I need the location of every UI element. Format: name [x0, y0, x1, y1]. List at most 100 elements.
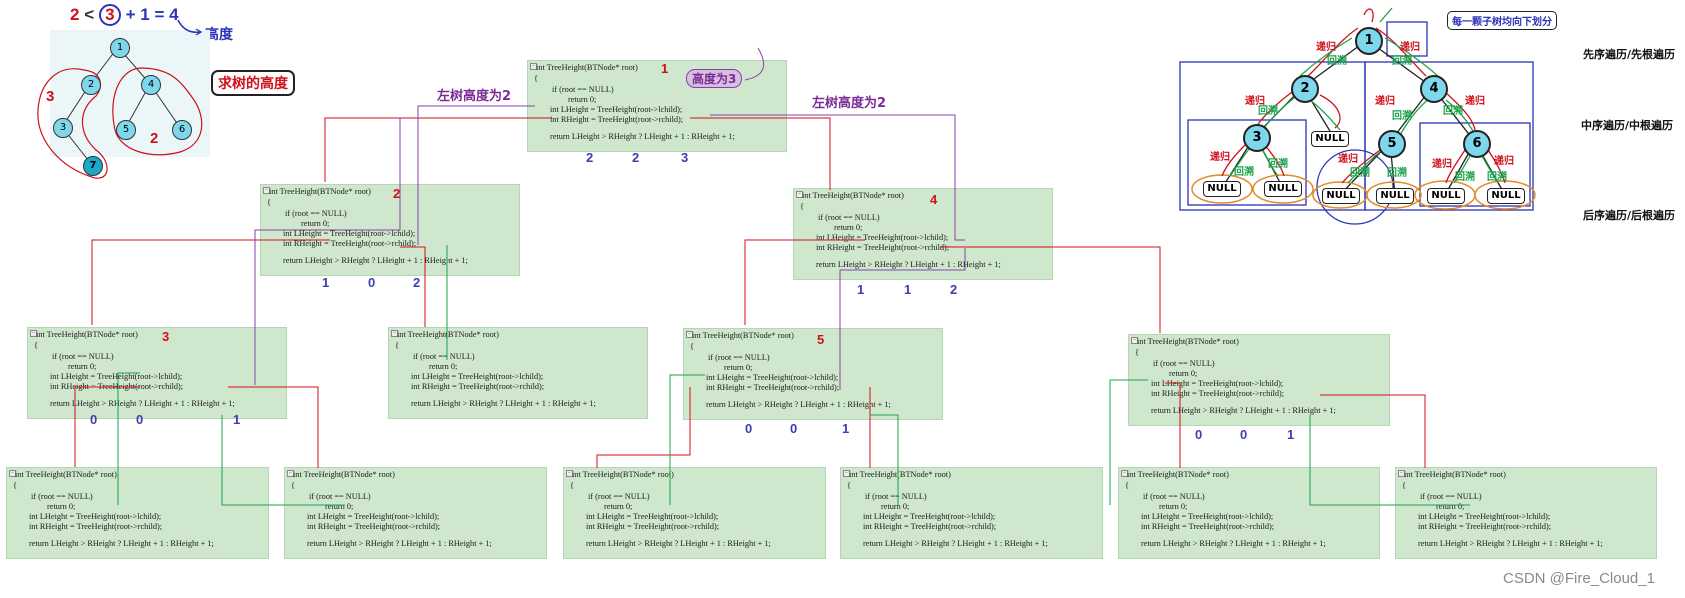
recurse-label: 递归	[1316, 42, 1336, 53]
return-value-label: 1	[857, 282, 865, 297]
code-line7: return LHeight > RHeight ? LHeight + 1 :…	[50, 399, 235, 408]
big-tree-node-4: 4	[1420, 75, 1448, 103]
return-value-label: 1	[904, 282, 912, 297]
code-line3: if (root == NULL)	[1143, 492, 1205, 501]
return-value-label: 2	[632, 150, 640, 165]
height-label: 高度	[205, 27, 233, 43]
return-value-label: 1	[233, 412, 241, 427]
code-line1: int TreeHeight(BTNode* root)	[1137, 337, 1239, 346]
postorder-label: 后序遍历/后根遍历	[1583, 209, 1676, 222]
code-line5: int LHeight = TreeHeight(root->lchild);	[1418, 512, 1551, 521]
code-line4: return 0;	[834, 223, 863, 232]
code-line5: int LHeight = TreeHeight(root->lchild);	[50, 372, 183, 381]
code-line3: if (root == NULL)	[285, 209, 347, 218]
backtrack-label: 回溯	[1350, 168, 1370, 179]
code-line7: return LHeight > RHeight ? LHeight + 1 :…	[1151, 406, 1336, 415]
code-line1: int TreeHeight(BTNode* root)	[536, 63, 638, 72]
code-line7: return LHeight > RHeight ? LHeight + 1 :…	[706, 400, 891, 409]
small-tree-node-1: 1	[110, 38, 130, 58]
recurse-label: 递归	[1245, 96, 1265, 107]
preorder-label: 先序遍历/先根遍历	[1583, 48, 1676, 61]
backtrack-label: 回溯	[1443, 106, 1463, 117]
code-line3: if (root == NULL)	[1420, 492, 1482, 501]
code-line1: int TreeHeight(BTNode* root)	[802, 191, 904, 200]
code-line5: int LHeight = TreeHeight(root->lchild);	[307, 512, 440, 521]
collapse-icon[interactable]: −	[263, 187, 270, 194]
small-tree-node-6: 6	[172, 120, 192, 140]
code-line7: return LHeight > RHeight ? LHeight + 1 :…	[550, 132, 735, 141]
collapse-icon[interactable]: −	[30, 330, 37, 337]
code-line5: int LHeight = TreeHeight(root->lchild);	[1141, 512, 1274, 521]
code-line6: int RHeight = TreeHeight(root->rchild);	[816, 243, 950, 252]
return-value-label: 0	[90, 412, 98, 427]
code-line2: {	[534, 74, 538, 83]
subtree-note: 每一颗子树均向下划分	[1447, 11, 1557, 30]
return-value-label: 3	[681, 150, 689, 165]
code-line2: {	[1402, 481, 1406, 490]
code-line1: int TreeHeight(BTNode* root)	[572, 470, 674, 479]
collapse-icon[interactable]: −	[566, 470, 573, 477]
formula-less-than: <	[84, 5, 95, 24]
code-line7: return LHeight > RHeight ? LHeight + 1 :…	[307, 539, 492, 548]
collapse-icon[interactable]: −	[796, 191, 803, 198]
backtrack-label: 回溯	[1392, 111, 1412, 122]
null-box-6-right: NULL	[1487, 188, 1525, 204]
code-line6: int RHeight = TreeHeight(root->rchild);	[1151, 389, 1285, 398]
collapse-icon[interactable]: −	[843, 470, 850, 477]
code-line4: return 0;	[568, 95, 597, 104]
recurse-label: 递归	[1210, 152, 1230, 163]
code-block-b3r: −int TreeHeight(BTNode* root){if (root =…	[388, 327, 648, 419]
code-line6: int RHeight = TreeHeight(root->rchild);	[307, 522, 441, 531]
code-line4: return 0;	[325, 502, 354, 511]
big-tree-node-2: 2	[1291, 75, 1319, 103]
block-label-4: 4	[930, 192, 938, 207]
left-height-annotation-a: 左树高度为2	[437, 89, 512, 104]
block-label-5: 5	[817, 332, 825, 347]
big-tree-node-1: 1	[1355, 27, 1383, 55]
big-tree-node-3: 3	[1243, 124, 1271, 152]
code-line2: {	[570, 481, 574, 490]
backtrack-label: 回溯	[1455, 172, 1475, 183]
null-box-5-left: NULL	[1322, 188, 1360, 204]
code-line4: return 0;	[881, 502, 910, 511]
collapse-icon[interactable]: −	[530, 63, 537, 70]
recurse-label: 递归	[1465, 96, 1485, 107]
collapse-icon[interactable]: −	[1398, 470, 1405, 477]
backtrack-label: 回溯	[1327, 56, 1347, 67]
return-value-label: 0	[1195, 427, 1203, 442]
code-line6: int RHeight = TreeHeight(root->rchild);	[283, 239, 417, 248]
formula-right-height: 3	[98, 4, 121, 26]
recurse-label: 递归	[1494, 156, 1514, 167]
code-line7: return LHeight > RHeight ? LHeight + 1 :…	[816, 260, 1001, 269]
inorder-label: 中序遍历/中根遍历	[1581, 119, 1674, 132]
code-line6: int RHeight = TreeHeight(root->rchild);	[586, 522, 720, 531]
collapse-icon[interactable]: −	[686, 331, 693, 338]
collapse-icon[interactable]: −	[9, 470, 16, 477]
return-value-label: 2	[950, 282, 958, 297]
code-block-b3: −int TreeHeight(BTNode* root){if (root =…	[27, 327, 287, 419]
return-value-label: 2	[586, 150, 594, 165]
code-line6: int RHeight = TreeHeight(root->rchild);	[863, 522, 997, 531]
height-3-annotation: 高度为3	[686, 69, 743, 88]
code-line4: return 0;	[1436, 502, 1465, 511]
return-value-label: 0	[1240, 427, 1248, 442]
code-line5: int LHeight = TreeHeight(root->lchild);	[863, 512, 996, 521]
collapse-icon[interactable]: −	[1131, 337, 1138, 344]
null-box-2-right: NULL	[1311, 131, 1349, 147]
code-line1: int TreeHeight(BTNode* root)	[849, 470, 951, 479]
code-line1: int TreeHeight(BTNode* root)	[293, 470, 395, 479]
recurse-label: 递归	[1338, 154, 1358, 165]
code-line2: {	[690, 342, 694, 351]
return-value-label: 0	[136, 412, 144, 427]
return-value-label: 2	[413, 275, 421, 290]
code-line3: if (root == NULL)	[413, 352, 475, 361]
code-line7: return LHeight > RHeight ? LHeight + 1 :…	[586, 539, 771, 548]
code-line4: return 0;	[604, 502, 633, 511]
collapse-icon[interactable]: −	[1121, 470, 1128, 477]
code-line2: {	[267, 198, 271, 207]
return-value-label: 0	[745, 421, 753, 436]
null-box-5-right: NULL	[1376, 188, 1414, 204]
backtrack-label: 回溯	[1268, 159, 1288, 170]
collapse-icon[interactable]: −	[287, 470, 294, 477]
collapse-icon[interactable]: −	[391, 330, 398, 337]
